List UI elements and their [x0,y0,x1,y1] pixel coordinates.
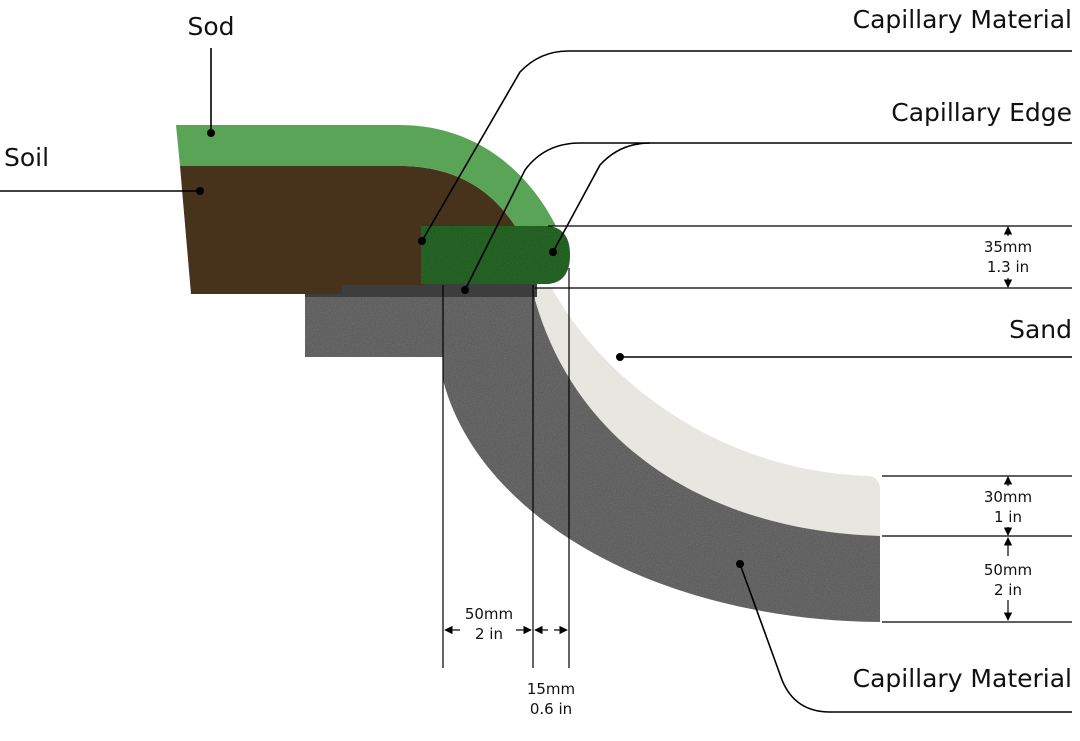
edge-height-mm: 35mm [984,238,1032,256]
capillary-width-in: 2 in [475,625,503,643]
sod-layer [176,125,556,226]
capillary-material-bottom-leader [739,563,1072,713]
soil-label: Soil [4,143,49,172]
capillary-material-bottom-dot [736,560,744,568]
soil-dot [196,187,204,195]
capillary-edge-leader [552,142,1072,253]
sod-dot [207,129,215,137]
capillary-material-layer [305,285,880,622]
capillary-width-mm: 50mm [465,605,513,623]
capillary-material-top-leader [421,50,1072,242]
sand-dot [616,353,624,361]
sod-label: Sod [187,12,234,41]
sand-depth-in: 1 in [994,508,1022,526]
sand-label: Sand [1009,315,1072,344]
soil-layer [180,166,515,294]
capillary-strip-dot [461,286,469,294]
edge-gap-mm: 15mm [527,680,575,698]
sand-depth-mm: 30mm [984,488,1032,506]
capillary-material-top-dot [418,237,426,245]
capillary-edge [421,226,570,284]
capillary-depth-in: 2 in [994,581,1022,599]
capillary-edge-dot [549,248,557,256]
capillary-material-bottom-label: Capillary Material [853,664,1072,693]
edge-gap-in: 0.6 in [530,700,572,718]
capillary-top-strip [305,283,537,297]
sand-layer [535,288,880,536]
edge-height-in: 1.3 in [987,258,1029,276]
capillary-material-top-label: Capillary Material [853,5,1072,34]
capillary-edge-label: Capillary Edge [891,98,1072,127]
capillary-edge-strip-leader [464,142,650,291]
capillary-depth-mm: 50mm [984,561,1032,579]
